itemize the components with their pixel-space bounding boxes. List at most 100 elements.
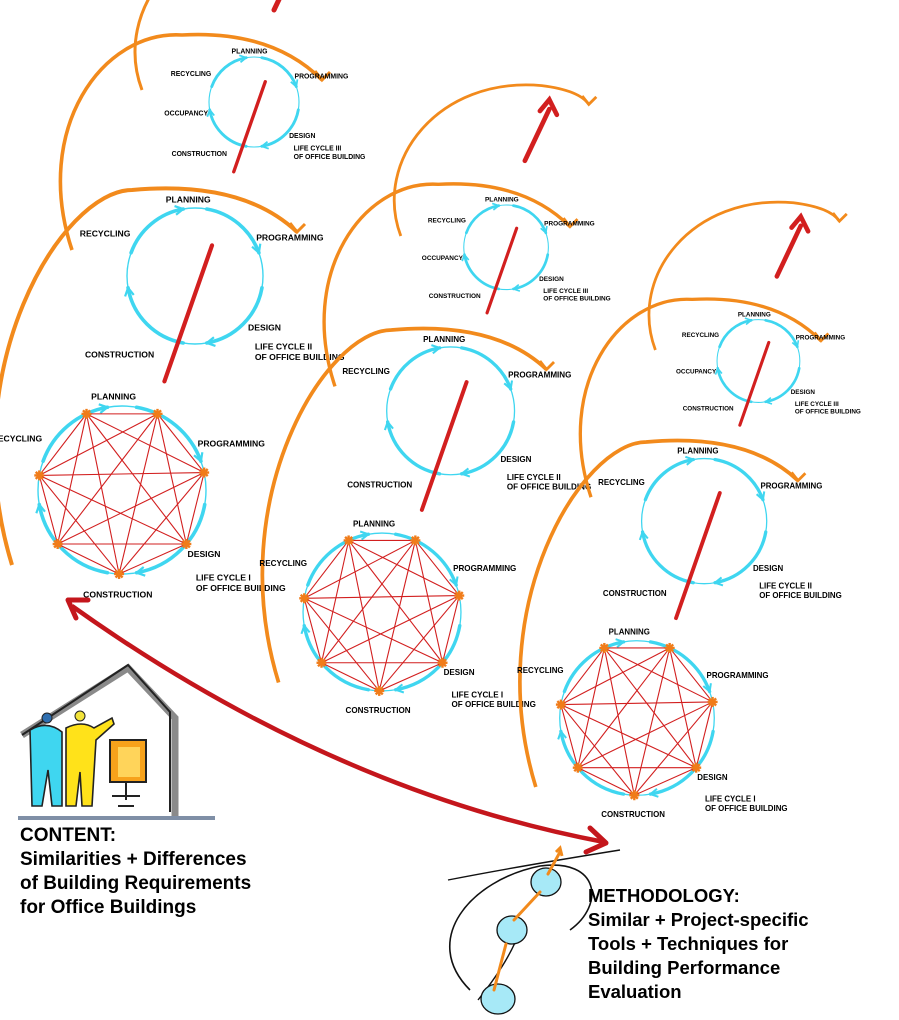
middle-cycle1-label-construction: CONSTRUCTION xyxy=(346,706,411,715)
left-cycle2-cycle-arc xyxy=(126,286,185,345)
left-cycle3-cycle-arc xyxy=(260,56,298,89)
middle-exit-arrow xyxy=(522,106,552,164)
left-cycle2-cycle-ring xyxy=(126,207,264,345)
left-cycle1-label-construction: CONSTRUCTION xyxy=(83,590,152,600)
right-cycle1-cycle-arc xyxy=(562,640,626,694)
middle-cycle1-cycle-arc xyxy=(394,532,458,587)
content-methodology-arrow xyxy=(70,604,605,845)
right-spiral-inner xyxy=(647,200,841,351)
middle-cycle3-label-construction: CONSTRUCTION xyxy=(429,293,481,300)
right-cycle3-label-occupancy: OCCUPANCY xyxy=(676,368,717,375)
middle-cycle3-cycle-arc xyxy=(463,253,501,291)
middle-cycle3-cycle-ring xyxy=(463,204,549,291)
left-cycle3-cycle-arrow xyxy=(260,141,270,150)
right-cycle1-node-marker xyxy=(708,697,717,707)
left-cycle2-label-planning: PLANNING xyxy=(166,195,211,205)
middle-spiral-inner xyxy=(392,83,590,237)
middle-spiral-middle xyxy=(322,182,572,387)
left-cycle1-network-link xyxy=(39,413,158,476)
middle-cycle1-network-link xyxy=(378,540,416,692)
middle-cycle1-title-line-1: LIFE CYCLE I xyxy=(451,690,503,699)
middle-cycle3-title-line-1: LIFE CYCLE III xyxy=(543,288,588,295)
methodology-line-1: Similar + Project-specific xyxy=(588,909,809,930)
life-cycle-series-left: PLANNING PROGRAMMING DESIGN CONSTRUCTION REC… xyxy=(0,0,365,600)
middle-cycle1-node-marker xyxy=(410,536,420,545)
middle-cycle3-transition-stroke xyxy=(485,226,519,315)
right-cycle2-cycle-arrow xyxy=(638,529,649,541)
left-cycle3-label-design: DESIGN xyxy=(289,133,315,140)
left-cycle1-network-link xyxy=(38,475,120,575)
right-cycle1-network-link xyxy=(560,647,670,706)
right-cycle3-cycle-arc xyxy=(764,366,801,404)
right-cycle1-network-link xyxy=(669,647,697,768)
arrowhead-methodology xyxy=(583,825,609,855)
right-spiral-arrowhead xyxy=(790,471,807,483)
left-cycle2-label-design: DESIGN xyxy=(248,322,281,332)
middle-cycle3-cycle-arrow xyxy=(491,202,501,211)
left-cycle1-cycle-arrow xyxy=(35,502,46,514)
left-cycle1-network-link xyxy=(38,475,59,545)
middle-cycle1-cycle-arrow xyxy=(449,576,459,588)
middle-cycle1-network-link xyxy=(304,597,443,664)
middle-cycle1-label-planning: PLANNING xyxy=(353,520,395,529)
right-cycle1-label-programming: PROGRAMMING xyxy=(707,671,769,680)
middle-cycle2-cycle-arrow xyxy=(459,467,471,478)
left-cycle1-network-link xyxy=(57,543,120,575)
left-cycle2-cycle-arrow xyxy=(124,285,135,297)
right-spiral-arrowhead xyxy=(813,331,830,343)
left-spiral-arrowhead xyxy=(313,70,332,83)
left-cycle1-node-marker xyxy=(53,539,63,549)
left-cycle1-cycle-arrow xyxy=(193,452,204,464)
middle-cycle2-label-design: DESIGN xyxy=(500,455,531,464)
right-cycle1-network-link xyxy=(633,647,671,796)
right-cycle3-cycle-arc xyxy=(716,366,753,404)
left-cycle3-title-line-2: OF OFFICE BUILDING xyxy=(294,154,366,161)
right-cycle1-network-link xyxy=(560,704,697,769)
middle-cycle3-cycle-arrow xyxy=(461,252,470,262)
right-cycle2-cycle-arc xyxy=(640,530,695,585)
left-cycle1-node-marker xyxy=(181,539,191,549)
right-cycle2-cycle-arc xyxy=(713,530,768,585)
right-cycle1-network-link xyxy=(577,647,671,769)
middle-cycle1-network-link xyxy=(304,595,460,599)
right-cycle2-label-design: DESIGN xyxy=(753,564,784,573)
middle-cycle1-network-link xyxy=(303,539,416,599)
middle-cycle3-label-occupancy: OCCUPANCY xyxy=(422,255,464,262)
methodology-heading: METHODOLOGY: xyxy=(588,885,740,906)
right-cycle3-cycle-arc xyxy=(764,318,799,349)
middle-cycle1-network-link xyxy=(320,540,350,663)
right-cycle1-title-line-1: LIFE CYCLE I xyxy=(705,794,756,803)
left-cycle3-title-line-1: LIFE CYCLE III xyxy=(294,146,342,153)
middle-cycle1-network-link xyxy=(379,662,443,692)
middle-cycle1-label-recycling: RECYCLING xyxy=(259,559,307,568)
right-cycle2-title-line-1: LIFE CYCLE II xyxy=(759,582,812,591)
left-cycle3-cycle-arc xyxy=(210,56,248,89)
middle-cycle3-cycle-arc xyxy=(512,204,548,235)
right-cycle1-node-marker xyxy=(573,763,583,773)
left-cycle2-label-recycling: RECYCLING xyxy=(80,229,131,239)
left-cycle1-node-marker xyxy=(153,409,162,419)
middle-cycle1-cycle-arc xyxy=(394,624,462,692)
left-cycle2-label-construction: CONSTRUCTION xyxy=(85,350,154,360)
left-cycle1-title-line-2: OF OFFICE BUILDING xyxy=(196,583,286,593)
right-cycle1-network-link xyxy=(603,647,635,796)
methodology-line-3: Building Performance xyxy=(588,957,781,978)
right-cycle1-network-link xyxy=(560,704,635,796)
right-cycle2-label-construction: CONSTRUCTION xyxy=(603,589,667,598)
right-cycle1-cycle-arrow xyxy=(615,638,626,648)
left-cycle3-label-recycling: RECYCLING xyxy=(171,71,212,78)
left-cycle1-network-link xyxy=(38,413,87,476)
left-cycle1-label-recycling: RECYCLING xyxy=(0,433,43,443)
content-heading: CONTENT: xyxy=(20,825,117,846)
middle-cycle1-title-line-2: OF OFFICE BUILDING xyxy=(451,700,535,709)
left-cycle2-cycle-arrow xyxy=(251,243,262,255)
left-cycle1-label-programming: PROGRAMMING xyxy=(198,438,266,448)
middle-spiral-arrowhead xyxy=(538,360,556,372)
content-line-2: of Building Requirements xyxy=(20,873,252,894)
right-cycle1-network-link xyxy=(603,647,697,769)
left-cycle1-node-marker xyxy=(114,569,124,579)
left-cycle2-cycle-arc xyxy=(129,207,185,255)
right-cycle3-cycle-ring xyxy=(716,319,801,403)
middle-cycle1-network-link xyxy=(348,539,460,597)
